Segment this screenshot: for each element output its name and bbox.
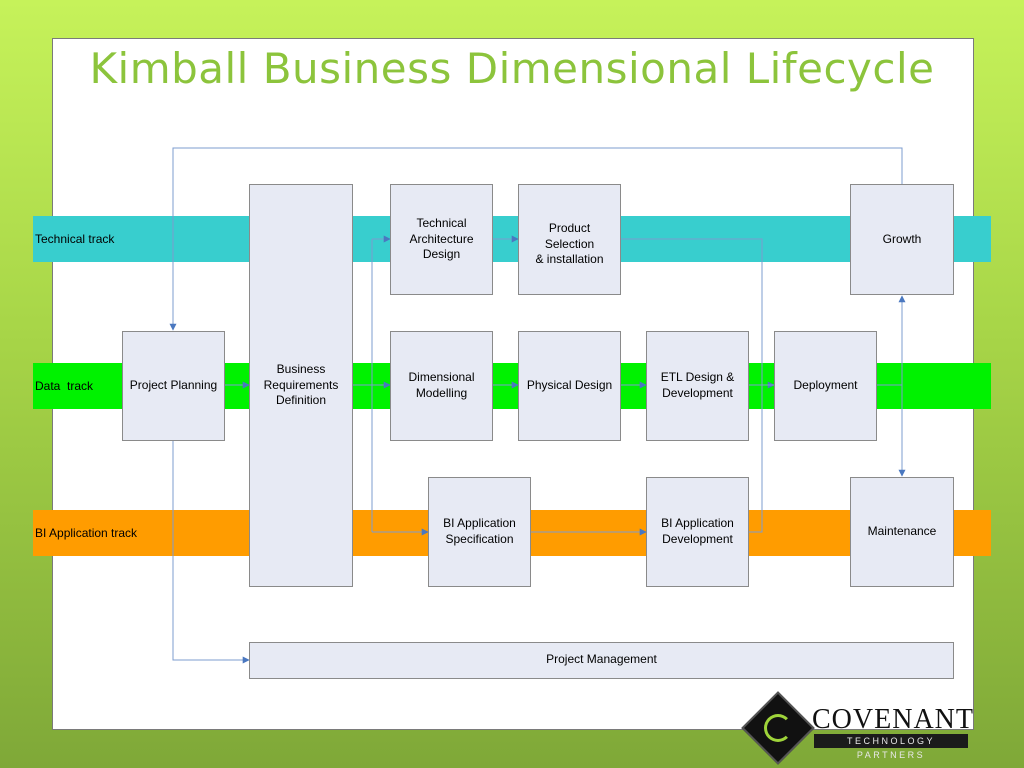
technical-architecture-label: Technical Architecture Design [409,216,474,262]
technical-track-band: Technical track [33,216,991,262]
logo-name: COVENANT [812,704,974,735]
bi-application-development-box: BI Application Development [646,477,749,587]
logo-subtitle: TECHNOLOGY PARTNERS [814,734,968,760]
deployment-box: Deployment [774,331,877,441]
bi-application-specification-box: BI Application Specification [428,477,531,587]
etl-design-box: ETL Design & Development [646,331,749,441]
logo-ring-icon [764,714,792,742]
physical-design-box: Physical Design [518,331,621,441]
technical-architecture-box: Technical Architecture Design [390,184,493,295]
data-track-label: Data track [35,379,94,393]
business-requirements-box: Business Requirements Definition [249,184,353,587]
deployment-label: Deployment [793,378,858,393]
project-planning-box: Project Planning [122,331,225,441]
business-requirements-label: Business Requirements Definition [263,362,339,408]
project-management-box: Project Management [249,642,954,679]
physical-design-label: Physical Design [526,378,613,393]
bi-application-track-label: BI Application track [35,526,138,540]
covenant-logo: COVENANT TECHNOLOGY PARTNERS [740,691,974,765]
maintenance-box: Maintenance [850,477,954,587]
etl-design-label: ETL Design & Development [660,370,735,400]
product-selection-label: Product Selection & installation [535,221,604,267]
dimensional-modelling-box: Dimensional Modelling [390,331,493,441]
project-management-label: Project Management [546,652,657,666]
dimensional-modelling-label: Dimensional Modelling [408,370,475,400]
bi-application-development-label: BI Application Development [661,516,734,546]
technical-track-label: Technical track [35,232,115,246]
page-title: Kimball Business Dimensional Lifecycle [89,44,935,93]
bi-application-specification-label: BI Application Specification [443,516,516,546]
product-selection-box: Product Selection & installation [518,184,621,295]
maintenance-label: Maintenance [867,524,937,539]
growth-box: Growth [850,184,954,295]
growth-label: Growth [882,231,922,246]
project-planning-label: Project Planning [129,378,218,393]
